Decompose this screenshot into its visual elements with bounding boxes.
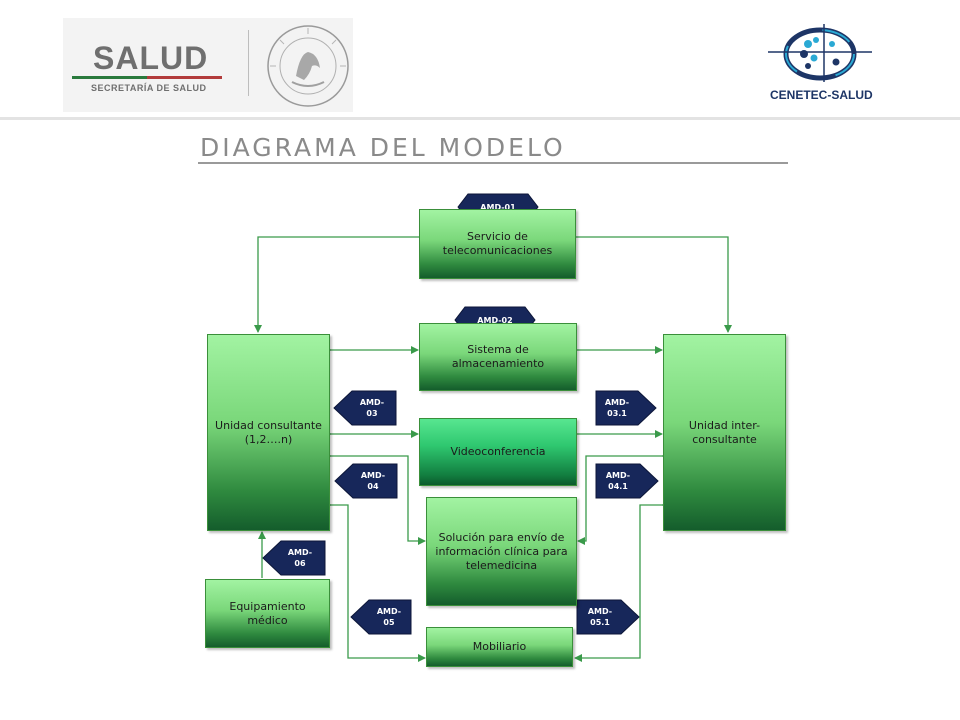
tag-amd03-label-1: AMD-	[360, 398, 384, 407]
logo-separator	[248, 30, 249, 96]
tag-amd04-label-1: AMD-	[361, 471, 385, 480]
box-equipamiento-label: Equipamiento médico	[229, 599, 306, 627]
box-unidad-inter-label: Unidad inter- consultante	[688, 418, 761, 446]
title-underline	[198, 162, 788, 164]
tag-amd01-label: AMD-01	[480, 203, 516, 212]
connector-consultante-mobiliario	[324, 501, 426, 662]
box-mobiliario-label: Mobiliario	[472, 640, 527, 653]
tag-amd04-label-2: 04	[367, 482, 379, 491]
box-servicio-label: Servicio de telecomunicaciones	[442, 230, 553, 257]
box-videoconferencia: Videoconferencia	[419, 418, 577, 486]
tag-amd05: AMD- 05	[350, 599, 412, 635]
tag-amd031-label-1: AMD-	[605, 398, 629, 407]
box-unidad-consultante: Unidad consultante (1,2….n)	[207, 334, 330, 531]
salud-logo-bar	[72, 76, 222, 79]
box-unidad-inter-consultante: Unidad inter- consultante	[663, 334, 786, 531]
cenetec-logo-icon	[768, 24, 872, 82]
box-solucion-label: Solución para envío de información clíni…	[435, 530, 568, 572]
tag-amd06-label-1: AMD-	[288, 548, 312, 557]
page-title: DIAGRAMA DEL MODELO	[200, 133, 566, 162]
tag-amd041-label-2: 04.1	[608, 482, 628, 491]
tag-amd031: AMD- 03.1	[595, 390, 657, 426]
tag-amd051-label-1: AMD-	[588, 607, 612, 616]
box-servicio-telecomunicaciones: Servicio de telecomunicaciones	[419, 209, 576, 279]
salud-logo-subtitle: SECRETARÍA DE SALUD	[91, 83, 207, 93]
tag-amd041-label-1: AMD-	[606, 471, 630, 480]
box-sistema-almacenamiento: Sistema de almacenamiento	[419, 323, 577, 391]
connector-servicio-consultante	[254, 233, 426, 333]
box-unidad-consultante-label: Unidad consultante (1,2….n)	[215, 418, 322, 446]
tag-amd05-label-2: 05	[383, 618, 395, 627]
tag-amd03-label-2: 03	[366, 409, 377, 418]
connector-inter-mobiliario	[574, 501, 669, 662]
box-equipamiento-medico: Equipamiento médico	[205, 579, 330, 648]
tag-amd04: AMD- 04	[334, 463, 398, 499]
header-divider	[0, 117, 960, 120]
tag-amd06-label-2: 06	[294, 559, 306, 568]
tag-amd05-label-1: AMD-	[377, 607, 401, 616]
tag-amd031-label-2: 03.1	[607, 409, 627, 418]
tag-amd02-label: AMD-02	[477, 316, 512, 325]
box-solucion-envio: Solución para envío de información clíni…	[426, 497, 577, 606]
connector-servicio-inter	[569, 233, 732, 333]
salud-logo: SALUD	[93, 40, 209, 76]
mexico-seal-icon	[267, 25, 349, 107]
tag-amd06: AMD- 06	[262, 540, 326, 576]
box-sistema-label: Sistema de almacenamiento	[451, 343, 545, 370]
cenetec-logo-text: CENETEC-SALUD	[770, 88, 873, 102]
box-videoconferencia-label: Videoconferencia	[450, 445, 546, 458]
tag-amd041: AMD- 04.1	[595, 463, 659, 499]
box-mobiliario: Mobiliario	[426, 627, 573, 667]
tag-amd051: AMD- 05.1	[576, 599, 640, 635]
tag-amd03: AMD- 03	[333, 390, 397, 426]
tag-amd051-label-2: 05.1	[590, 618, 610, 627]
